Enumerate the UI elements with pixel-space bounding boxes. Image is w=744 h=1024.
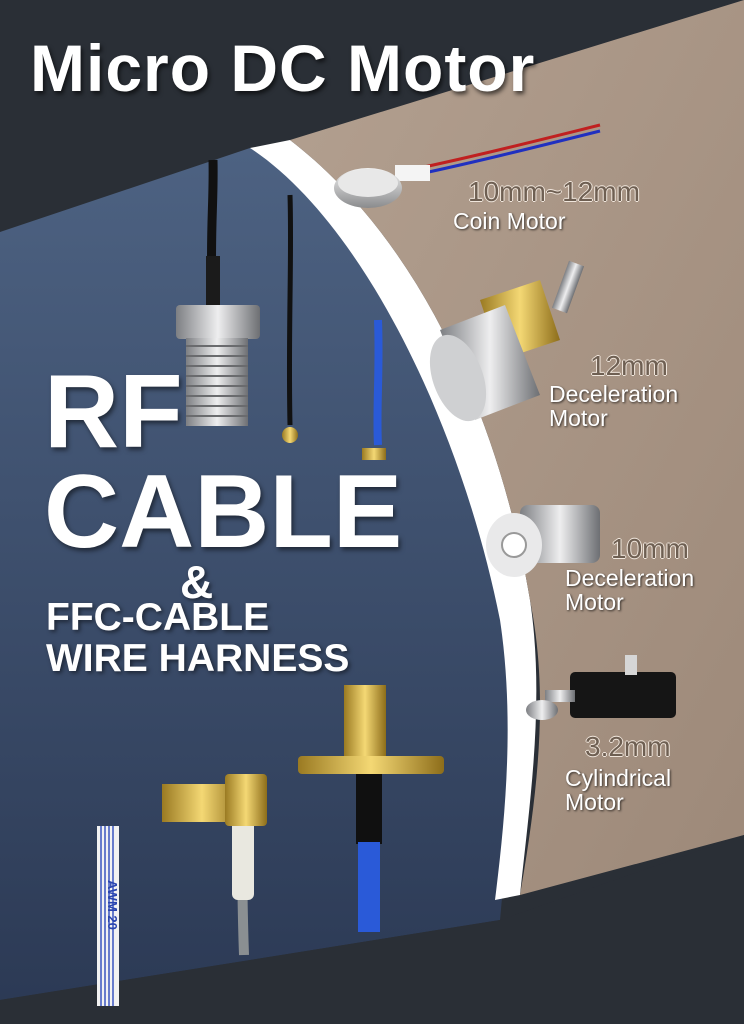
harness-line: WIRE HARNESS xyxy=(46,636,350,680)
white-swoosh xyxy=(250,140,537,900)
motor-name-line: Deceleration xyxy=(565,565,695,591)
blue-cable-icon xyxy=(362,319,386,460)
motor-name-line: Motor xyxy=(549,405,608,432)
sma-right-angle-connector-icon xyxy=(162,774,267,956)
motor-name: Coin Motor xyxy=(453,209,565,233)
coin-motor-icon xyxy=(334,123,601,208)
ffc-line: FFC-CABLE xyxy=(46,596,270,639)
ffc-ribbon-icon xyxy=(97,826,119,1006)
motor-name-line: Deceleration xyxy=(549,381,679,407)
gear-motor-12mm-icon xyxy=(429,260,585,422)
blue-panel xyxy=(0,148,520,1000)
motor-name-line: Motor xyxy=(565,589,624,616)
sma-flange-connector-icon xyxy=(298,685,444,932)
ffc-harness-heading: FFC-CABLE WIRE HARNESS xyxy=(46,596,350,680)
ribbon-label: AWM 20 xyxy=(105,880,120,930)
ipex-cable-icon xyxy=(282,194,298,443)
motor-name-line: Coin Motor xyxy=(453,208,566,234)
motor-size: 3.2mm xyxy=(585,731,671,762)
rf-heading: RF xyxy=(44,354,183,470)
page-title: Micro DC Motor xyxy=(30,31,536,105)
cylindrical-motor-icon xyxy=(526,655,676,720)
gear-motor-10mm-icon xyxy=(486,505,600,577)
motor-name: Cylindrical Motor xyxy=(565,766,671,814)
motor-name: Deceleration Motor xyxy=(565,566,694,614)
ampersand: & xyxy=(180,556,214,608)
motor-name-line: Cylindrical xyxy=(565,765,672,791)
motor-size: 12mm xyxy=(590,350,668,381)
cable-heading: CABLE xyxy=(44,454,403,570)
motor-name-line: Motor xyxy=(565,789,624,816)
motor-size: 10mm xyxy=(611,533,689,564)
motor-size: 10mm~12mm xyxy=(468,176,640,207)
motor-name: Deceleration Motor xyxy=(549,382,678,430)
rf-bulkhead-connector-icon xyxy=(176,159,260,426)
